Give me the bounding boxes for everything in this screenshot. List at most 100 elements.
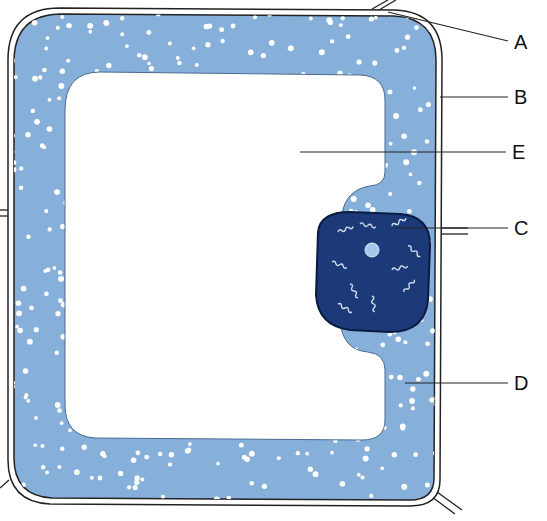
granule [308, 466, 313, 471]
granule [17, 328, 23, 334]
callout-letter: B [514, 87, 527, 107]
granule [168, 42, 172, 46]
granule [437, 386, 441, 390]
granule [389, 375, 394, 380]
granule [46, 36, 50, 40]
nucleolus [365, 243, 379, 257]
granule [15, 325, 19, 329]
granule [25, 132, 30, 137]
granule [10, 133, 15, 138]
granule [41, 465, 45, 469]
chromosome [331, 261, 347, 269]
granule [340, 481, 346, 487]
chromosome [337, 303, 352, 314]
granule [118, 471, 123, 476]
granule [380, 342, 385, 347]
granule [387, 89, 392, 94]
chromosome [407, 245, 421, 258]
cytoplasm [14, 14, 436, 500]
granule [205, 42, 210, 47]
granule [434, 396, 439, 401]
granule [409, 398, 415, 404]
granule [133, 485, 138, 490]
granule [374, 16, 378, 20]
granule [48, 227, 52, 231]
granule [219, 27, 224, 32]
granule [326, 17, 332, 23]
granule [103, 20, 109, 26]
chromosome [371, 296, 377, 312]
callout-letter: E [512, 142, 525, 162]
granule [158, 452, 162, 456]
granule [115, 500, 120, 505]
chromosome [391, 217, 406, 228]
granule [58, 83, 64, 89]
granule [330, 451, 334, 455]
granule [357, 473, 361, 477]
granule [433, 451, 439, 457]
granule [21, 483, 26, 488]
granule [403, 340, 407, 344]
granule [393, 113, 399, 119]
granule [57, 96, 61, 100]
granule [8, 14, 12, 18]
granule [55, 402, 61, 408]
granule [413, 452, 418, 457]
granule [26, 399, 30, 403]
granule [364, 446, 369, 451]
granule [269, 40, 275, 46]
granule [9, 263, 13, 267]
granule [346, 34, 351, 39]
granule [216, 8, 221, 13]
granule [19, 186, 23, 190]
granule [16, 310, 22, 316]
granule [429, 397, 434, 402]
granule [144, 455, 149, 460]
granule [397, 375, 402, 380]
granule [125, 44, 129, 48]
granule [437, 90, 443, 96]
chromosome [337, 225, 353, 233]
granule [430, 328, 435, 333]
granule [216, 462, 220, 466]
granule [44, 209, 48, 213]
granule [33, 443, 37, 447]
granule [220, 39, 224, 43]
granule [434, 401, 440, 407]
callout-letter: A [514, 32, 527, 52]
granule [43, 269, 47, 273]
granule [32, 76, 38, 82]
granule [10, 384, 14, 388]
granule [120, 32, 124, 36]
chromosome [349, 283, 360, 298]
granule [389, 142, 393, 146]
granule [319, 49, 325, 55]
granule [32, 20, 38, 26]
granule [239, 443, 244, 448]
granule [392, 452, 397, 457]
granule [395, 48, 400, 53]
granule [60, 421, 64, 425]
granule [103, 454, 107, 458]
granule [341, 16, 345, 20]
neighbour-walls [0, 0, 468, 514]
granule [60, 446, 65, 451]
granule [88, 30, 92, 34]
granule [380, 466, 384, 470]
granule [16, 300, 22, 306]
granule [66, 59, 70, 63]
granule [361, 476, 365, 480]
granule [388, 192, 392, 196]
granule [401, 133, 406, 138]
granule [411, 406, 415, 410]
granule [399, 403, 403, 407]
granule [410, 386, 415, 391]
granule [248, 49, 254, 55]
granule [231, 24, 236, 29]
granule [435, 288, 440, 293]
granule [48, 98, 52, 102]
granule [192, 46, 196, 50]
granule [38, 75, 42, 79]
granule [215, 497, 219, 501]
